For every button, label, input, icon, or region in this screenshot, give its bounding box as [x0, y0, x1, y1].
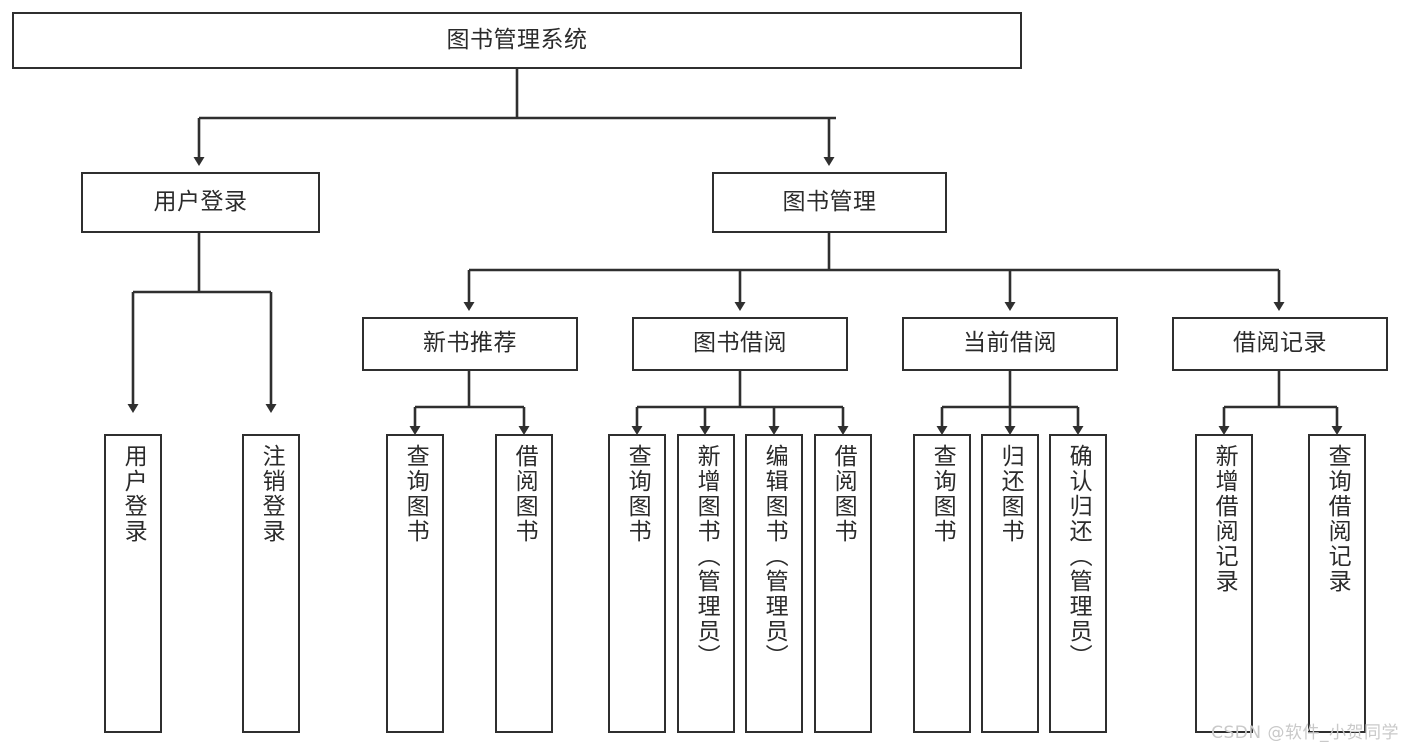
- node-label: 借阅图书: [511, 444, 538, 544]
- node-leaf-edit-book-admin[interactable]: 编辑图书（管理员）: [745, 434, 803, 733]
- node-label: 图书借阅: [693, 330, 787, 357]
- node-leaf-query-book-new[interactable]: 查询图书: [386, 434, 444, 733]
- node-label: 借阅记录: [1233, 330, 1327, 357]
- node-label: 查询图书: [624, 444, 651, 544]
- node-leaf-query-book-current[interactable]: 查询图书: [913, 434, 971, 733]
- node-label: 查询图书: [929, 444, 956, 544]
- node-leaf-query-book-borrow[interactable]: 查询图书: [608, 434, 666, 733]
- node-label: 确认归还（管理员）: [1065, 444, 1092, 669]
- node-label: 图书管理: [782, 188, 877, 215]
- node-root-system[interactable]: 图书管理系统: [12, 12, 1022, 69]
- node-leaf-borrow-book-new[interactable]: 借阅图书: [495, 434, 553, 733]
- node-leaf-logout[interactable]: 注销登录: [242, 434, 300, 733]
- node-label: 查询图书: [402, 444, 429, 544]
- node-borrow-records[interactable]: 借阅记录: [1172, 317, 1388, 371]
- node-leaf-user-login[interactable]: 用户登录: [104, 434, 162, 733]
- node-leaf-add-book-admin[interactable]: 新增图书（管理员）: [677, 434, 735, 733]
- node-label: 借阅图书: [830, 444, 857, 544]
- node-leaf-confirm-return-admin[interactable]: 确认归还（管理员）: [1049, 434, 1107, 733]
- node-label: 当前借阅: [963, 330, 1057, 357]
- node-label: 归还图书: [997, 444, 1024, 544]
- node-book-management[interactable]: 图书管理: [712, 172, 947, 233]
- node-leaf-borrow-book[interactable]: 借阅图书: [814, 434, 872, 733]
- node-new-book-recommend[interactable]: 新书推荐: [362, 317, 578, 371]
- node-current-borrow[interactable]: 当前借阅: [902, 317, 1118, 371]
- node-leaf-add-borrow-record[interactable]: 新增借阅记录: [1195, 434, 1253, 733]
- node-leaf-return-book[interactable]: 归还图书: [981, 434, 1039, 733]
- watermark: CSDN @软件_小贺同学: [1211, 723, 1399, 743]
- node-label: 新书推荐: [423, 330, 517, 357]
- node-label: 图书管理系统: [446, 26, 588, 53]
- node-label: 新增借阅记录: [1211, 444, 1238, 594]
- node-user-login[interactable]: 用户登录: [81, 172, 320, 233]
- node-leaf-query-borrow-record[interactable]: 查询借阅记录: [1308, 434, 1366, 733]
- node-book-borrow[interactable]: 图书借阅: [632, 317, 848, 371]
- node-label: 编辑图书（管理员）: [761, 444, 788, 669]
- node-label: 用户登录: [153, 188, 248, 215]
- node-label: 新增图书（管理员）: [693, 444, 720, 669]
- node-label: 查询借阅记录: [1324, 444, 1351, 594]
- node-label: 用户登录: [120, 444, 147, 544]
- node-label: 注销登录: [258, 444, 285, 544]
